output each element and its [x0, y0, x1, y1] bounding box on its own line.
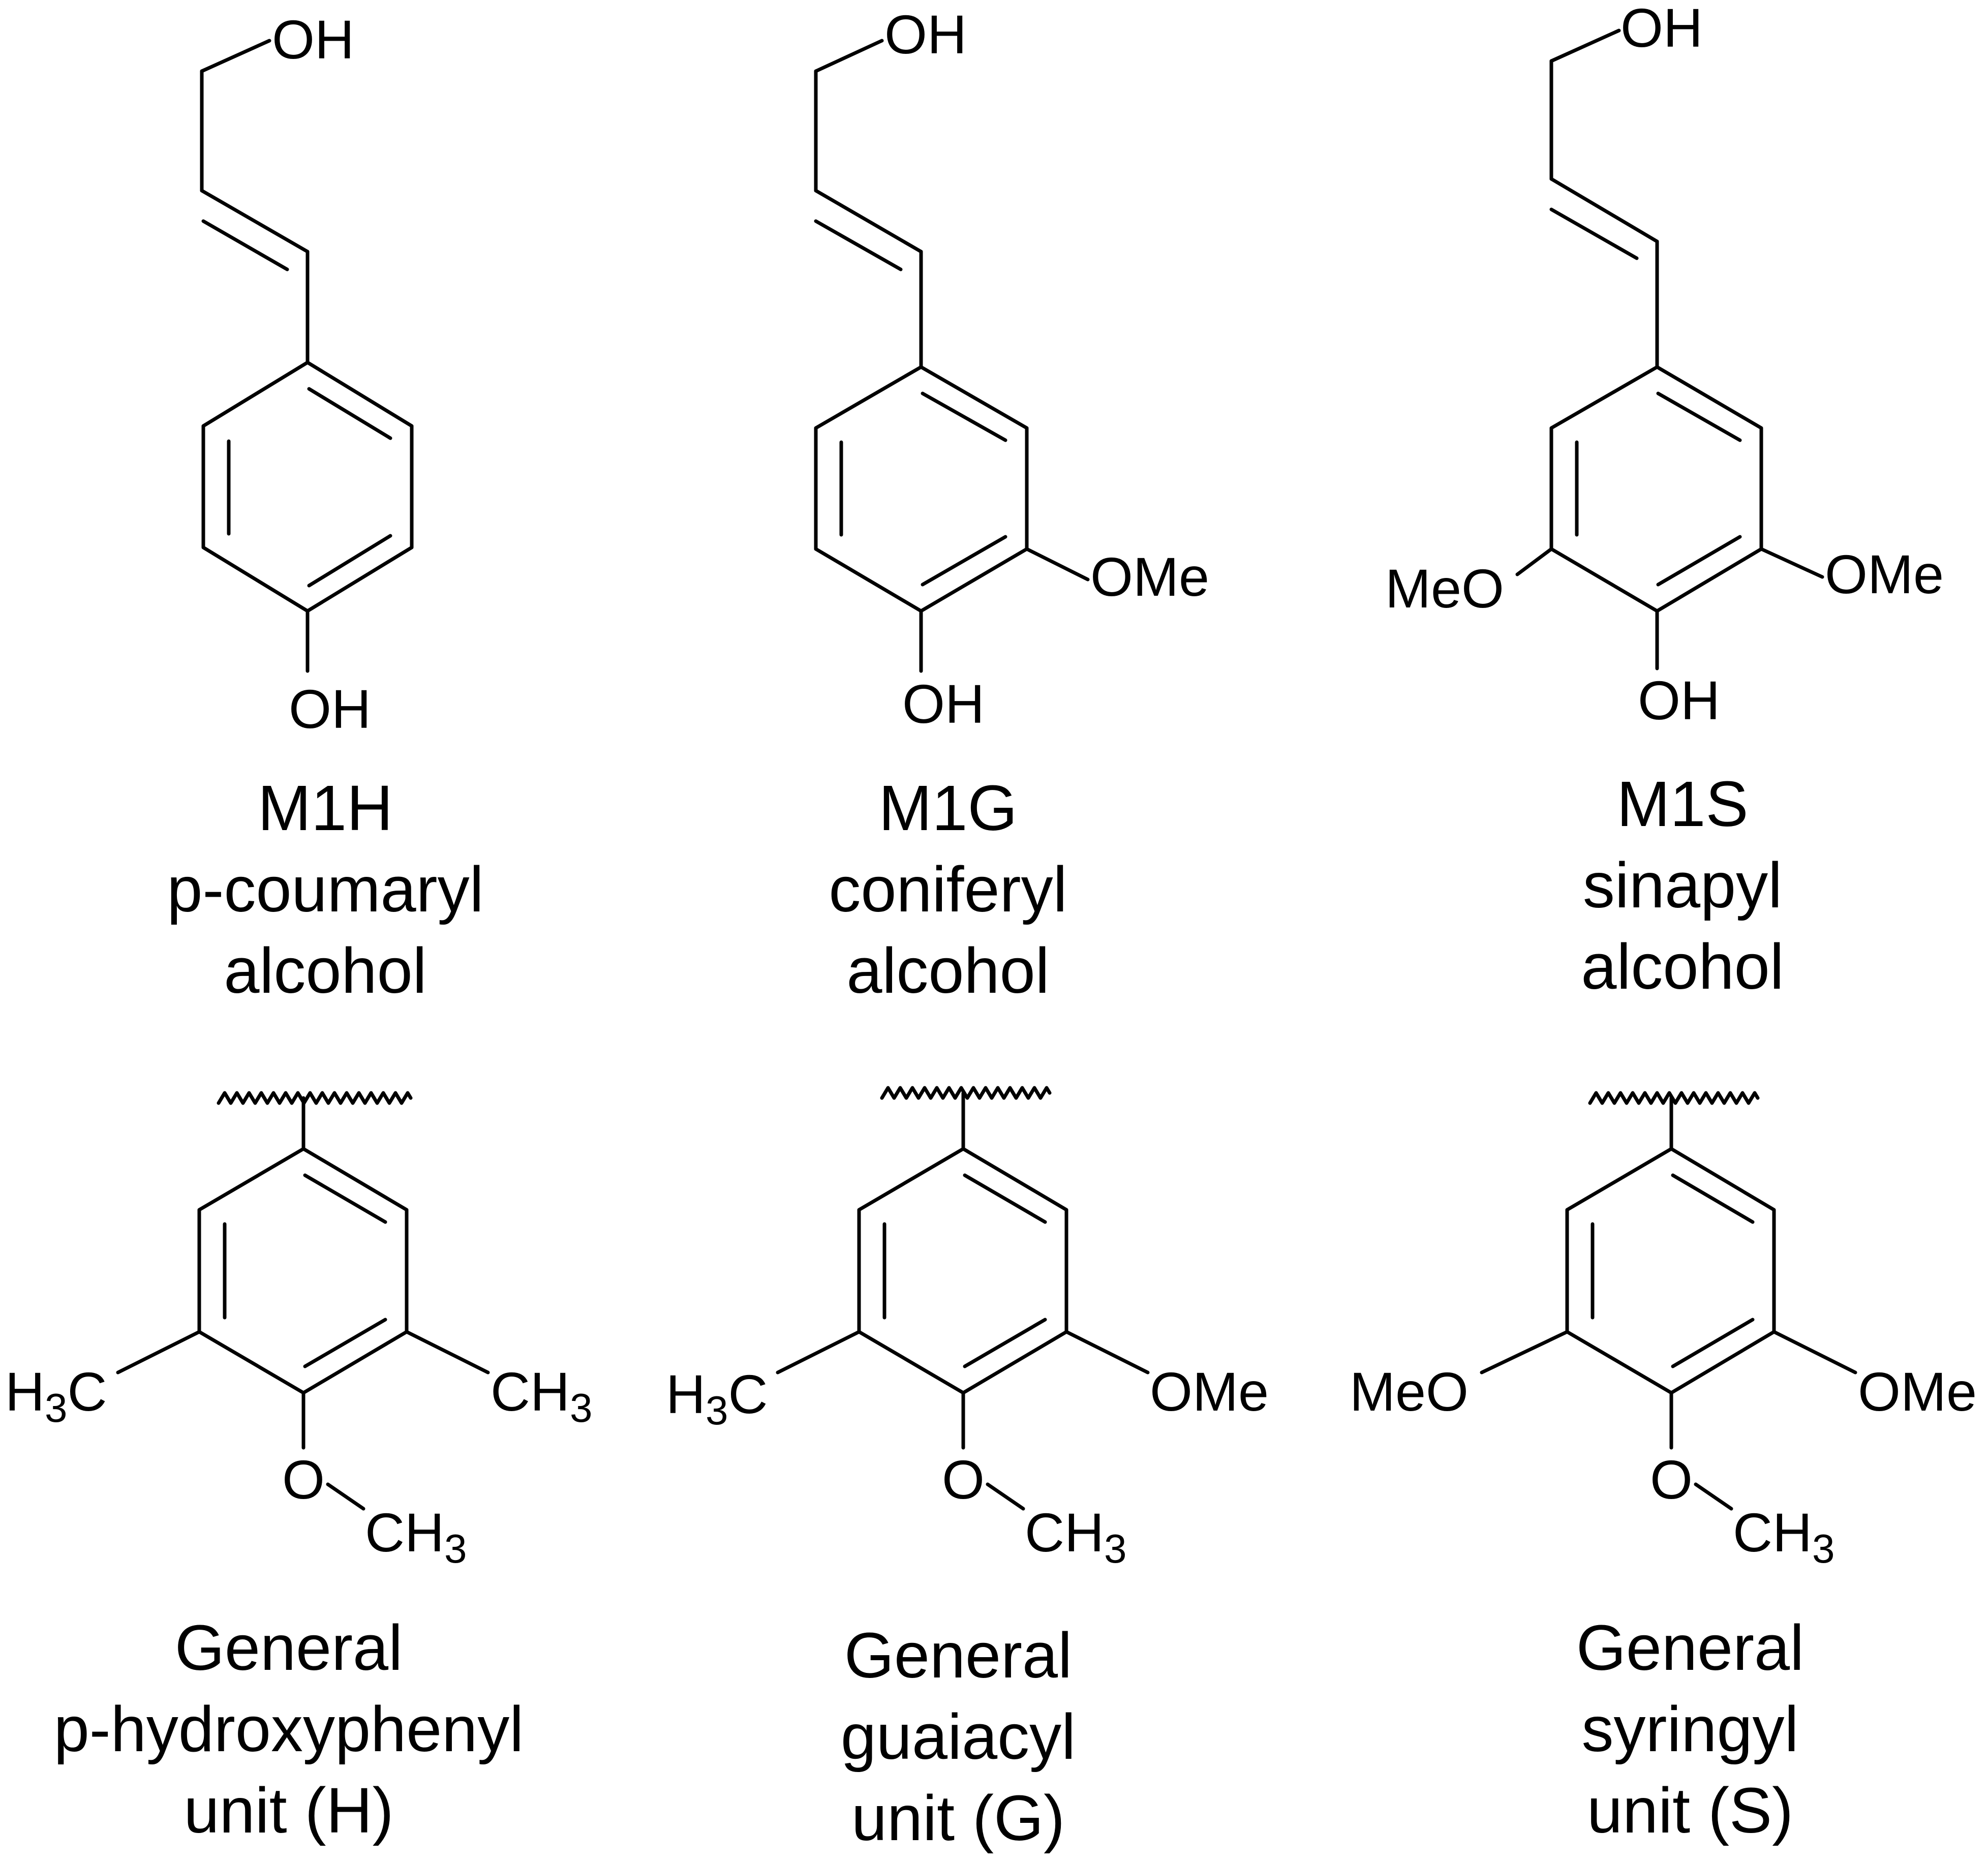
methoxy-ch3-label: CH3 — [1025, 1502, 1127, 1571]
methyl-bond-left — [776, 1330, 861, 1375]
methoxy-bond-left — [1480, 1330, 1569, 1375]
structure-m1h: OH OH — [200, 9, 414, 740]
caption-h-unit: General p-hydroxyphenyl unit (H) — [54, 1612, 524, 1846]
ring-inner-bond — [1656, 391, 1742, 442]
double-bond — [814, 189, 923, 254]
unit-code: unit (H) — [183, 1775, 393, 1846]
caption-g-unit: General guaiacyl unit (G) — [841, 1620, 1076, 1854]
o-ch3-bond — [1694, 1482, 1733, 1511]
methyl-bond-left — [116, 1330, 201, 1375]
unit-name: p-hydroxyphenyl — [54, 1693, 524, 1765]
o-ch3-bond — [986, 1482, 1025, 1511]
ring-m1g — [814, 365, 1029, 613]
double-bond-inner — [1549, 207, 1639, 260]
structure-m1s: OH OMe MeO OH — [1385, 0, 1944, 731]
hydroxyl-label-top: OH — [884, 4, 967, 65]
ring-inner-bond — [1656, 535, 1742, 587]
double-bond-inner — [814, 219, 903, 271]
hydroxyl-label-top: OH — [1620, 0, 1703, 58]
double-bond — [200, 189, 310, 254]
ring-inner-bond — [307, 387, 392, 440]
chain-bond — [200, 39, 271, 73]
hydroxyl-label-top: OH — [272, 9, 354, 70]
ring-h-unit — [197, 1147, 409, 1395]
ome-bond — [1759, 547, 1824, 579]
meo-bond — [1515, 547, 1553, 576]
compound-code: M1G — [878, 772, 1017, 844]
hydroxyl-label-para: OH — [1638, 669, 1720, 731]
methyl-bond-right — [405, 1330, 490, 1375]
methoxy-label-right: OMe — [1825, 543, 1944, 605]
compound-code: M1S — [1616, 768, 1748, 840]
methyl-label-left: H3C — [666, 1363, 768, 1433]
compound-name-2: alcohol — [846, 935, 1049, 1006]
methoxy-label-left: MeO — [1350, 1361, 1469, 1422]
caption-m1s: M1S sinapyl alcohol — [1581, 768, 1784, 1002]
compound-code: M1H — [258, 772, 393, 844]
unit-name: syringyl — [1581, 1693, 1798, 1765]
oxygen-label: O — [1650, 1449, 1693, 1510]
ome-bond — [1025, 547, 1090, 582]
structure-g-unit: H3C OMe O CH3 — [666, 1086, 1269, 1571]
methoxy-ch3-label: CH3 — [1733, 1502, 1835, 1571]
ring-inner-bond — [921, 535, 1007, 587]
caption-s-unit: General syringyl unit (S) — [1576, 1612, 1804, 1846]
structure-s-unit: MeO OMe O CH3 — [1350, 1091, 1977, 1571]
hydroxyl-label-para: OH — [902, 673, 985, 735]
compound-name-2: alcohol — [1581, 931, 1784, 1002]
methyl-label-right: CH3 — [491, 1361, 593, 1430]
wavy-attachment — [217, 1091, 413, 1105]
unit-label: General — [844, 1620, 1072, 1691]
ring-inner-bond — [963, 1318, 1047, 1368]
wavy-attachment — [1588, 1091, 1760, 1105]
methoxy-bond-right — [1064, 1330, 1150, 1375]
ring-inner-bond — [921, 391, 1007, 442]
methoxy-bond-right — [1772, 1330, 1857, 1375]
ring-m1h — [201, 360, 414, 613]
chain-bond — [1549, 28, 1621, 63]
compound-name: p-coumaryl — [167, 853, 483, 925]
methoxy-label-right: OMe — [1858, 1361, 1977, 1422]
unit-label: General — [1576, 1612, 1804, 1684]
caption-m1h: M1H p-coumaryl alcohol — [167, 772, 483, 1006]
double-bond — [1549, 177, 1659, 243]
compound-name: coniferyl — [829, 853, 1067, 925]
methoxy-label-left: MeO — [1385, 558, 1504, 619]
caption-m1g: M1G coniferyl alcohol — [829, 772, 1067, 1006]
compound-name: sinapyl — [1583, 849, 1782, 921]
ring-inner-bond — [1671, 1318, 1755, 1368]
oxygen-label: O — [282, 1449, 325, 1510]
ring-inner-bond — [303, 1173, 387, 1224]
ring-inner-bond — [963, 1173, 1047, 1224]
hydroxyl-label-para: OH — [289, 678, 371, 740]
ring-g-unit — [857, 1147, 1068, 1395]
ring-inner-bond — [303, 1318, 387, 1368]
structure-h-unit: H3C CH3 O CH3 — [5, 1091, 593, 1571]
chain-bond — [814, 39, 884, 73]
methoxy-ch3-label: CH3 — [365, 1502, 467, 1571]
unit-code: unit (G) — [851, 1782, 1065, 1854]
ring-m1s — [1549, 365, 1763, 613]
ring-inner-bond — [307, 534, 392, 588]
oxygen-label: O — [942, 1449, 985, 1510]
unit-label: General — [175, 1612, 403, 1684]
ring-s-unit — [1565, 1147, 1776, 1395]
o-ch3-bond — [326, 1482, 365, 1511]
methyl-label-left: H3C — [5, 1361, 107, 1430]
structure-m1g: OH OMe OH — [814, 4, 1209, 735]
unit-name: guaiacyl — [841, 1701, 1076, 1773]
ring-inner-bond — [1671, 1173, 1755, 1224]
unit-code: unit (S) — [1587, 1775, 1793, 1846]
double-bond-inner — [201, 219, 289, 271]
wavy-attachment — [880, 1086, 1052, 1100]
compound-name-2: alcohol — [224, 935, 426, 1006]
methoxy-label-right: OMe — [1150, 1361, 1269, 1422]
methoxy-label: OMe — [1090, 546, 1209, 607]
